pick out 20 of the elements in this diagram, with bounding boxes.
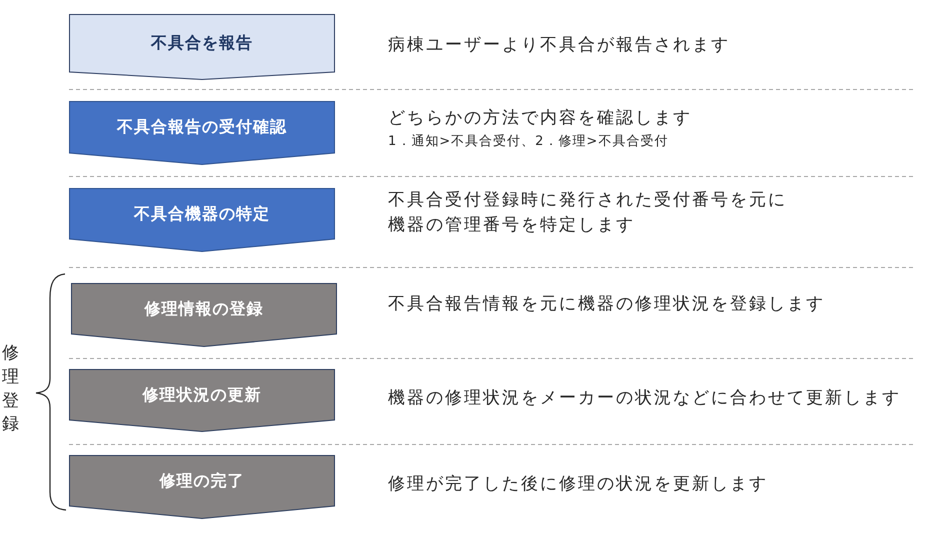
- step-description: 修理が完了した後に修理の状況を更新します: [388, 473, 768, 496]
- chevron-step-shape: [69, 101, 335, 165]
- step-title: 修理状況の更新: [142, 384, 262, 406]
- step-title: 修理の完了: [160, 470, 244, 492]
- chevron-step-shape: [69, 188, 335, 252]
- step-description: 病棟ユーザーより不具合が報告されます: [388, 34, 730, 57]
- step-title: 不具合機器の特定: [134, 202, 270, 224]
- step-description: 機器の修理状況をメーカーの状況などに合わせて更新します: [388, 387, 901, 410]
- chevron-step-shape: [69, 369, 335, 432]
- step-description: どちらかの方法で内容を確認します: [388, 107, 692, 130]
- group-label: 修理登録: [2, 342, 19, 436]
- step-title: 修理情報の登録: [144, 298, 264, 320]
- step-description: 不具合受付登録時に発行された受付番号を元に機器の管理番号を特定します: [388, 189, 788, 237]
- step-title: 不具合報告の受付確認: [117, 116, 287, 138]
- chevron-step-shape: [69, 455, 335, 519]
- step-note: 1．通知>不具合受付、2．修理>不具合受付: [388, 133, 668, 151]
- chevron-step-shape: [71, 283, 337, 347]
- step-description: 不具合報告情報を元に機器の修理状況を登録します: [388, 293, 825, 316]
- step-title: 不具合を報告: [151, 32, 253, 54]
- chevron-step-shape: [69, 14, 335, 80]
